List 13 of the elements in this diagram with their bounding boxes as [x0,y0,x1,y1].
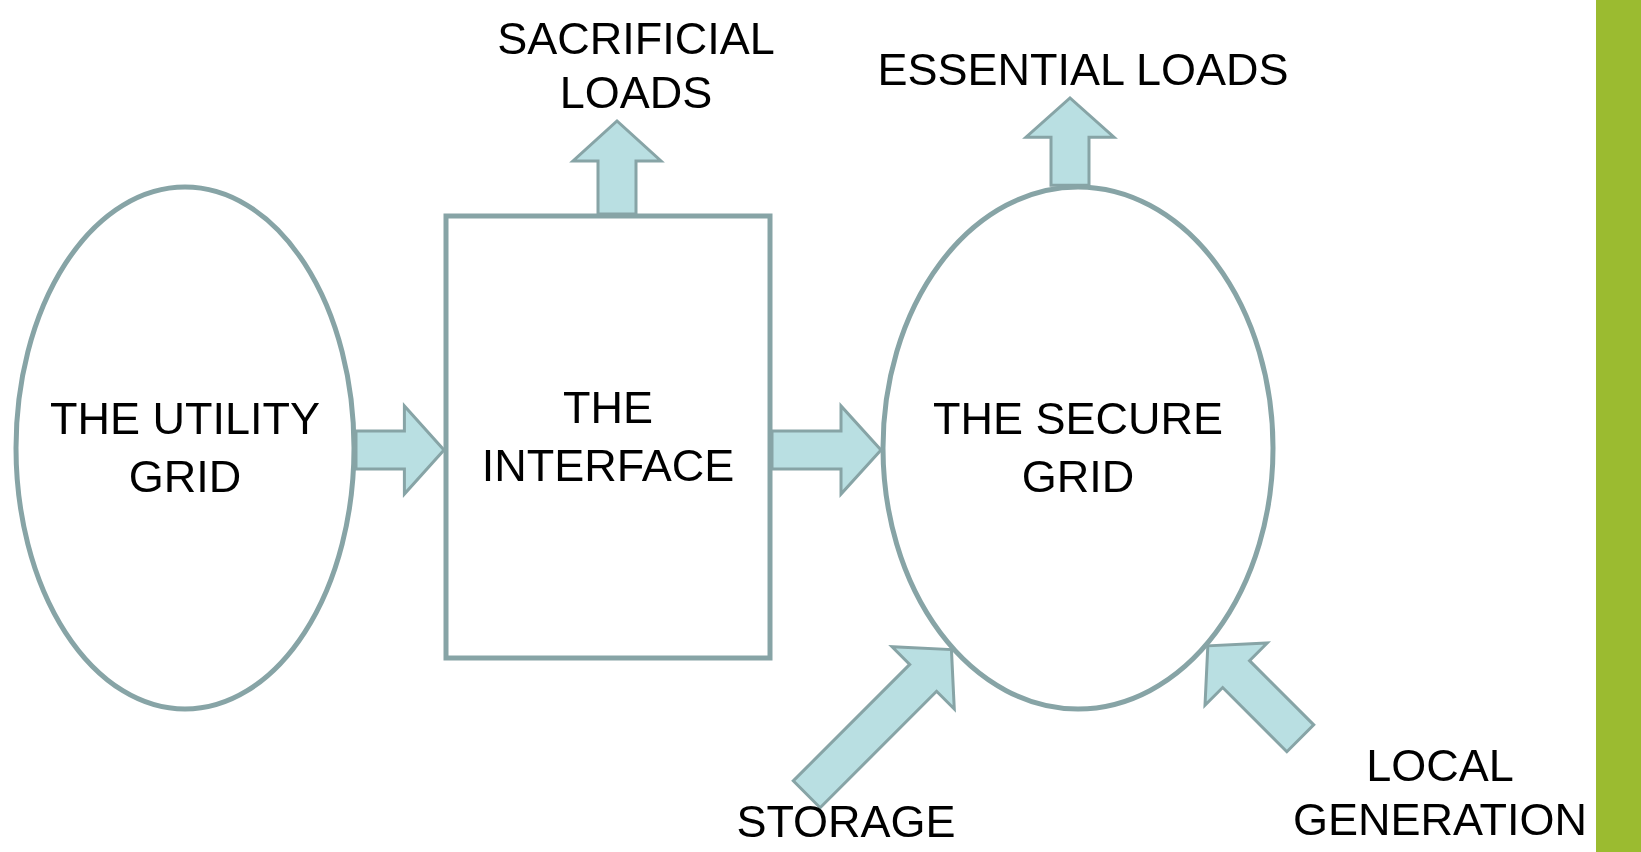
node-label: THE INTERFACE [480,380,736,493]
node-label: THE UTILITY GRID [49,391,321,504]
block-arrow [354,402,446,498]
node-label: LOCAL GENERATION [1291,739,1589,847]
block-arrow [1203,641,1316,754]
node-label: STORAGE [735,795,957,849]
block-arrow [1022,96,1118,187]
block-arrow [770,402,884,498]
node-label: THE SECURE GRID [931,391,1224,504]
node-label: ESSENTIAL LOADS [876,43,1290,97]
block-arrow [569,118,665,216]
node-label: SACRIFICIAL LOADS [496,12,776,120]
block-arrow [791,645,956,810]
